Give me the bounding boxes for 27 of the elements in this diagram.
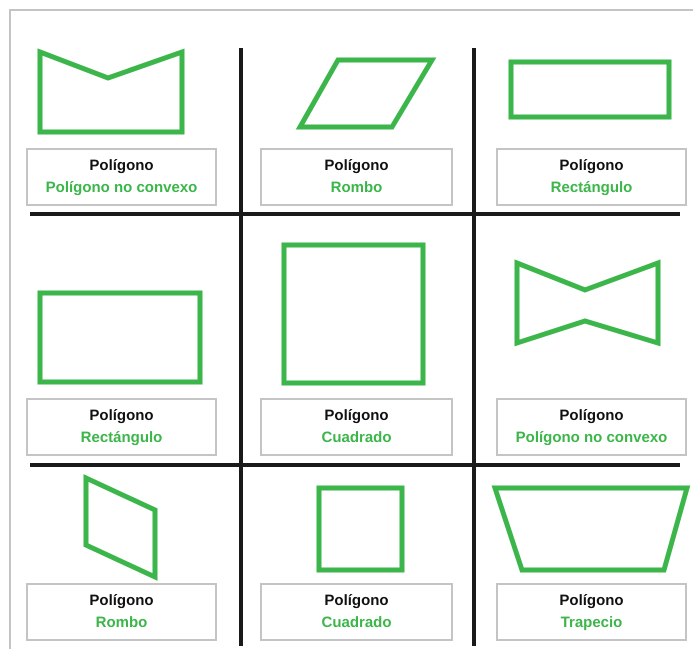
label-card: [26, 583, 217, 641]
category-label: Polígono: [324, 406, 389, 426]
label-card: [260, 583, 453, 641]
category-label: Polígono: [559, 591, 624, 611]
label-card: [26, 398, 217, 456]
shape-name: Rectángulo: [550, 178, 632, 198]
label-card: [260, 148, 453, 206]
category-label: Polígono: [324, 591, 389, 611]
category-label: Polígono: [559, 406, 624, 426]
shape-name: Polígono no convexo: [46, 178, 198, 198]
label-card: [496, 148, 687, 206]
shape-name: Rombo: [96, 613, 148, 633]
category-label: Polígono: [324, 156, 389, 176]
shape-name: Rectángulo: [80, 428, 162, 448]
category-label: Polígono: [559, 156, 624, 176]
label-card: [496, 398, 687, 456]
shape-name: Rombo: [330, 178, 382, 198]
label-card: [260, 398, 453, 456]
category-label: Polígono: [89, 156, 154, 176]
label-card: [496, 583, 687, 641]
category-label: Polígono: [89, 406, 154, 426]
shape-name: Polígono no convexo: [516, 428, 668, 448]
category-label: Polígono: [89, 591, 154, 611]
shape-name: Cuadrado: [321, 428, 392, 448]
shape-name: Trapecio: [560, 613, 622, 633]
shape-name: Cuadrado: [321, 613, 392, 633]
label-card: [26, 148, 217, 206]
